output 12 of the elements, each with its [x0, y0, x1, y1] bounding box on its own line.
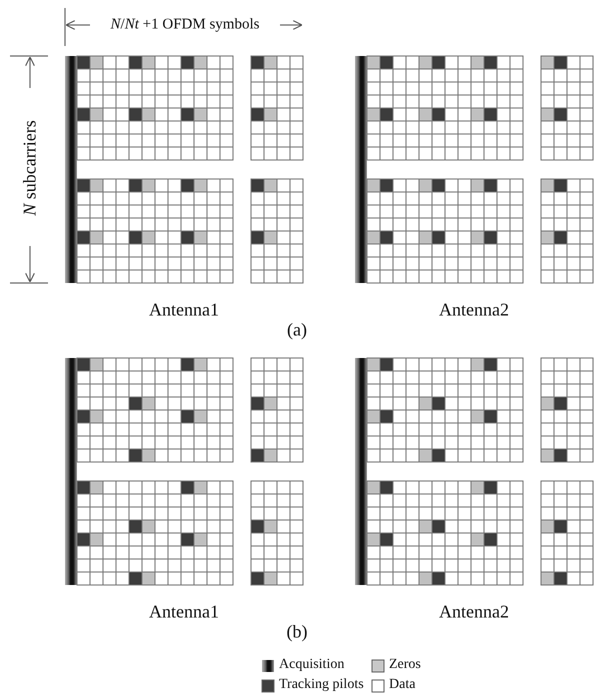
panel-label: (a)	[287, 320, 307, 340]
antenna-label: Antenna1	[149, 300, 219, 320]
antenna-label: Antenna1	[149, 602, 219, 622]
antenna-label: Antenna2	[439, 602, 509, 622]
legend-label: Acquisition	[279, 657, 344, 673]
panel-label: (b)	[286, 622, 308, 642]
legend-label: Tracking pilots	[279, 677, 364, 693]
legend-label: Zeros	[389, 657, 421, 673]
antenna-label: Antenna2	[439, 300, 509, 320]
legend-label: Data	[389, 677, 416, 693]
axis-label: N subcarriers	[20, 120, 40, 216]
dimension-label: N/Nt +1 OFDM symbols	[110, 16, 260, 34]
